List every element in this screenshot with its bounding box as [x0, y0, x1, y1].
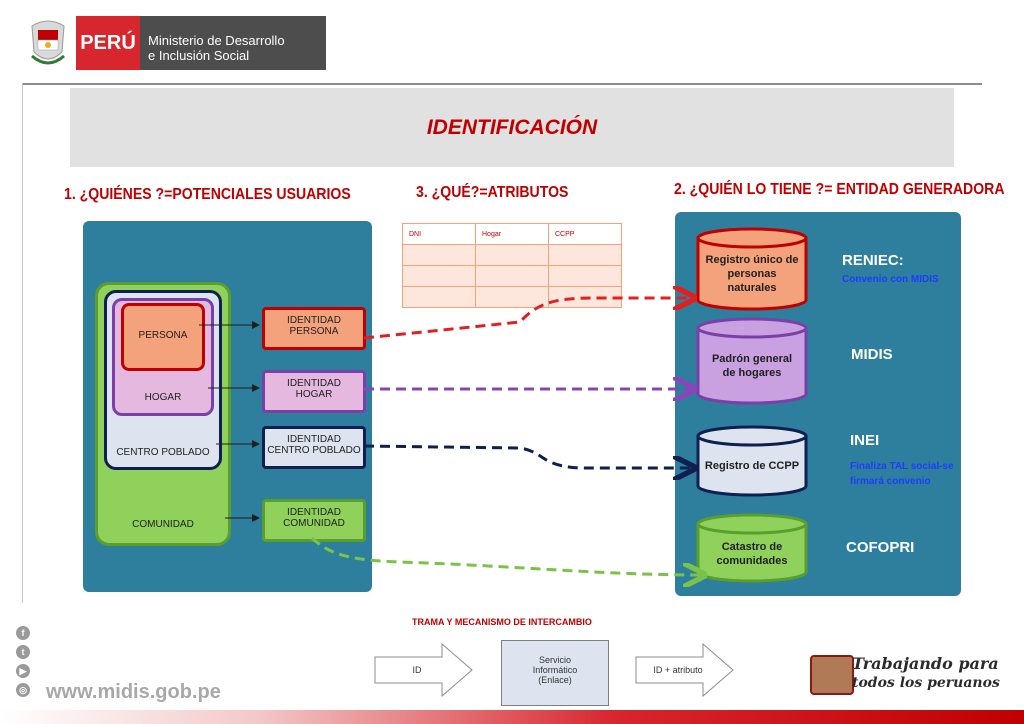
- identity-hogar-box: IDENTIDAD HOGAR: [262, 370, 366, 413]
- twitter-icon[interactable]: t: [16, 645, 30, 659]
- entity-inei-note1: Finaliza TAL social-se: [850, 461, 954, 472]
- centro-poblado-label: CENTRO POBLADO: [116, 447, 210, 458]
- entity-inei-note2: firmará convenio: [850, 476, 931, 487]
- comunidad-label: COMUNIDAD: [132, 519, 194, 530]
- reniec-db-line2: personas: [727, 268, 777, 280]
- service-line2: Informático: [532, 665, 578, 675]
- hogar-label: HOGAR: [144, 392, 182, 403]
- facebook-icon[interactable]: f: [16, 626, 30, 640]
- attr-cell: [548, 265, 622, 287]
- youtube-icon[interactable]: ▶: [16, 664, 30, 678]
- entity-reniec-name: RENIEC:: [842, 252, 904, 269]
- attr-cell: [402, 286, 476, 308]
- attr-cell: [475, 286, 549, 308]
- site-url[interactable]: www.midis.gob.pe: [46, 681, 221, 703]
- entity-midis-name: MIDIS: [851, 346, 893, 363]
- reniec-db-line3: naturales: [727, 282, 777, 294]
- dashed-persona-reniec: [363, 298, 694, 340]
- attr-cell: [548, 244, 622, 266]
- left-rule: [22, 83, 23, 603]
- header-divider: [22, 83, 982, 85]
- persona-label: PERSONA: [138, 330, 188, 341]
- exchange-input-arrow: [374, 643, 473, 697]
- identity-hogar-line2: HOGAR: [295, 389, 333, 400]
- database-cylinders: [696, 227, 808, 583]
- midis-database-icon: [696, 317, 808, 405]
- service-line1: Servicio: [538, 655, 571, 665]
- dashed-comunidad-cofopri: [310, 536, 704, 575]
- identity-persona-line2: PERSONA: [289, 326, 339, 337]
- instagram-icon[interactable]: ◎: [16, 683, 30, 697]
- inei-database-icon: [696, 425, 808, 497]
- inei-db-label: Registro de CCPP: [700, 459, 804, 473]
- ministry-line-1: Ministerio de Desarrollo: [148, 33, 285, 48]
- exchange-title: TRAMA Y MECANISMO DE INTERCAMBIO: [412, 617, 592, 627]
- entity-reniec-note: Convenio con MIDIS: [842, 274, 939, 285]
- attributes-table: DNI Hogar CCPP: [402, 223, 622, 308]
- reniec-database-icon: [696, 227, 808, 311]
- reniec-db-line1: Registro único de: [705, 254, 799, 266]
- ministry-banner: Ministerio de Desarrollo e Inclusión Soc…: [140, 16, 326, 70]
- midis-db-label: Padrón general de hogares: [700, 352, 804, 380]
- service-box: Servicio Informático (Enlace): [501, 640, 609, 706]
- identity-hogar-line1: IDENTIDAD: [287, 378, 341, 389]
- exchange-input-label: ID: [412, 665, 422, 675]
- inei-db-line1: Registro de CCPP: [704, 460, 800, 472]
- identity-centro-line1: IDENTIDAD: [287, 434, 341, 445]
- attr-header-ccpp: CCPP: [548, 223, 622, 245]
- slogan-line2: todos los peruanos: [852, 675, 1000, 691]
- attr-cell: [402, 265, 476, 287]
- dashed-centro-inei: [363, 444, 694, 468]
- section-users-heading: 1. ¿QUIÉNES ?=POTENCIALES USUARIOS: [64, 186, 351, 203]
- footer-stripe: [0, 710, 1024, 724]
- cofopri-db-line1: Catastro de: [721, 541, 783, 553]
- cofopri-database-icon: [696, 513, 808, 583]
- slogan-line1: Trabajando para: [852, 654, 999, 673]
- identity-comunidad-line1: IDENTIDAD: [287, 507, 341, 518]
- title-band: IDENTIFICACIÓN: [70, 88, 954, 167]
- coat-of-arms-icon: [28, 16, 68, 70]
- cofopri-db-label: Catastro de comunidades: [700, 540, 804, 568]
- page-title: IDENTIFICACIÓN: [426, 116, 598, 139]
- identity-persona-line1: IDENTIDAD: [287, 315, 341, 326]
- section-attributes-heading: 3. ¿QUÉ?=ATRIBUTOS: [416, 184, 569, 201]
- service-line3: (Enlace): [538, 675, 572, 685]
- social-icons: f t ▶ ◎: [16, 626, 30, 697]
- peru-logo: PERÚ: [76, 16, 140, 70]
- attr-cell: [475, 244, 549, 266]
- midis-db-line1: Padrón general: [711, 353, 793, 365]
- attr-header-dni: DNI: [402, 223, 476, 245]
- exchange-output-arrow: [635, 643, 734, 697]
- exchange-output-label: ID + atributo: [653, 665, 703, 675]
- entity-cofopri-name: COFOPRI: [846, 539, 915, 556]
- persona-box: [121, 303, 205, 371]
- ministry-line-2: e Inclusión Social: [148, 48, 250, 63]
- identity-centro-line2: CENTRO POBLADO: [267, 445, 361, 456]
- midis-db-line2: de hogares: [722, 367, 782, 379]
- reniec-db-label: Registro único de personas naturales: [700, 253, 804, 295]
- cofopri-db-line2: comunidades: [716, 555, 788, 567]
- identity-comunidad-line2: COMUNIDAD: [283, 518, 345, 529]
- entity-inei-name: INEI: [850, 432, 880, 449]
- country-label: PERÚ: [80, 32, 136, 54]
- slogan-photo: [810, 655, 854, 695]
- identity-persona-box: IDENTIDAD PERSONA: [262, 307, 366, 350]
- section-entity-heading: 2. ¿QUIÉN LO TIENE ?= ENTIDAD GENERADORA: [674, 181, 1005, 198]
